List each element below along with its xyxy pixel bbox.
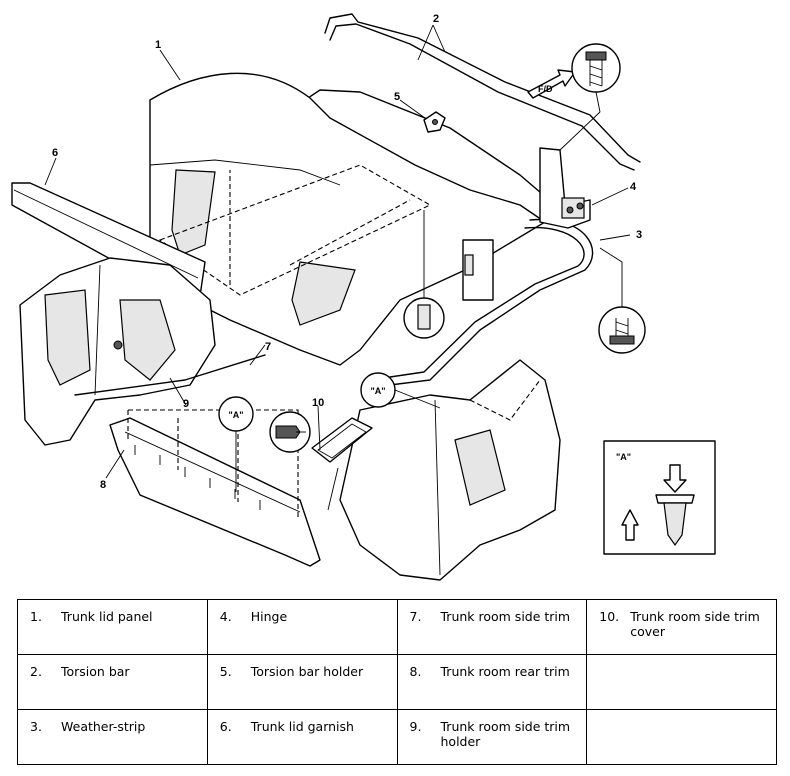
torsion-bar-holder: [423, 111, 446, 133]
legend-row: 3.Weather-strip 6.Trunk lid garnish 9.Tr…: [17, 709, 777, 765]
trunk-room-side-trim-cover: [311, 417, 373, 463]
svg-text:"A": "A": [228, 410, 243, 420]
legend-cell: 6.Trunk lid garnish: [206, 709, 398, 765]
callout-leaders: [44, 24, 631, 479]
legend-cell: 10.Trunk room side trim cover: [586, 599, 777, 655]
callout-9: 9: [183, 398, 189, 410]
svg-text:"A": "A": [370, 386, 385, 396]
trunk-lid-panel: [149, 72, 546, 366]
callout-1: 1: [155, 39, 161, 51]
callout-10: 10: [312, 397, 324, 409]
legend-cell: 5.Torsion bar holder: [206, 654, 398, 710]
forward-direction-tag: F/D: [538, 84, 553, 94]
legend-row: 1.Trunk lid panel 4.Hinge 7.Trunk room s…: [17, 599, 777, 655]
forward-direction-arrow-icon: F/D: [527, 69, 576, 99]
legend-cell: 8.Trunk room rear trim: [396, 654, 588, 710]
parts-legend-table: 1.Trunk lid panel 4.Hinge 7.Trunk room s…: [17, 599, 777, 765]
legend-cell: 9.Trunk room side trim holder: [396, 709, 588, 765]
trunk-room-side-trim-left: [19, 257, 216, 446]
legend-cell: 7.Trunk room side trim: [396, 599, 588, 655]
weather-strip: [389, 218, 594, 386]
callout-3: 3: [636, 229, 642, 241]
legend-cell: [586, 709, 777, 765]
legend-cell: [586, 654, 777, 710]
legend-cell: 2.Torsion bar: [17, 654, 208, 710]
hinge: [539, 111, 601, 229]
clip-detail-left: [269, 411, 311, 453]
callout-8: 8: [100, 479, 106, 491]
ref-a-circle-center: "A": [360, 372, 396, 408]
exploded-view-diagram: F/D: [11, 13, 716, 581]
legend-cell: 1.Trunk lid panel: [17, 599, 208, 655]
trunk-room-side-trim-right: [339, 359, 561, 581]
legend-row: 2.Torsion bar 5.Torsion bar holder 8.Tru…: [17, 654, 777, 710]
svg-text:"A": "A": [616, 452, 631, 462]
trunk-room-rear-trim: [109, 409, 321, 567]
ref-a-circle-left: "A": [218, 396, 254, 432]
callout-6: 6: [52, 147, 58, 159]
torsion-bar: [324, 13, 641, 171]
clip-detail-center: [403, 297, 445, 339]
bolt-detail-right: [598, 306, 646, 354]
detail-a-box: "A": [603, 440, 716, 555]
legend-cell: 4.Hinge: [206, 599, 398, 655]
legend-cell: 3.Weather-strip: [17, 709, 208, 765]
callout-5: 5: [394, 91, 400, 103]
callout-7: 7: [265, 341, 271, 353]
bolt-detail-top: [571, 43, 621, 93]
callout-4: 4: [630, 181, 637, 193]
callout-2: 2: [433, 13, 439, 25]
